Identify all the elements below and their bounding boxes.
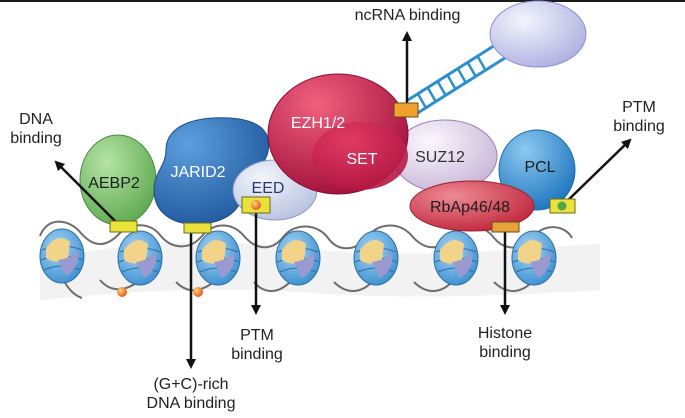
gc-rich-binding-label: (G+C)-rich DNA binding xyxy=(128,375,254,413)
nucleosome-6 xyxy=(433,230,479,286)
binding-box-rbap xyxy=(491,221,520,233)
nucleosome-7 xyxy=(511,230,557,286)
dna-binding-label: DNA binding xyxy=(6,110,66,148)
aebp2-label: AEBP2 xyxy=(88,175,140,192)
rbap-protein xyxy=(409,180,535,232)
nucleosome-3 xyxy=(195,230,241,286)
nucleosome-4 xyxy=(275,230,321,286)
eed-mark-dot xyxy=(251,200,261,210)
nucleosome-1 xyxy=(39,228,85,284)
dna-binding-line-1: DNA xyxy=(19,111,53,128)
ptm-eed-line-1: PTM xyxy=(240,327,274,344)
suz12-label: SUZ12 xyxy=(415,149,465,166)
nucleosome-2 xyxy=(117,230,163,286)
arrow-ptm-right xyxy=(561,138,632,207)
histone-line-1: Histone xyxy=(477,325,533,342)
histone-mark-dot xyxy=(193,287,203,297)
arrow-dna-binding xyxy=(54,160,123,229)
histone-line-2: binding xyxy=(479,344,531,361)
pcl-label: PCL xyxy=(524,159,555,176)
dna-binding-line-2: binding xyxy=(10,130,62,147)
eed-label: EED xyxy=(252,180,285,197)
binding-box-jarid2 xyxy=(183,222,212,234)
ncrna-ladder xyxy=(407,40,509,116)
top-border xyxy=(0,0,685,2)
ncrna-binding-label: ncRNA binding xyxy=(354,7,461,24)
pcl-mark-dot xyxy=(557,201,567,211)
gc-rich-line-2: DNA binding xyxy=(146,395,236,412)
binding-box-aebp2 xyxy=(109,220,138,233)
ptm-right-line-1: PTM xyxy=(622,99,656,116)
binding-box-ncrna xyxy=(393,102,419,118)
histone-mark-dot xyxy=(117,287,127,297)
ptm-right-line-2: binding xyxy=(613,118,665,135)
set-label: SET xyxy=(346,151,377,168)
rbap-label: RbAp46/48 xyxy=(430,199,510,216)
ptm-eed-line-2: binding xyxy=(231,346,283,363)
ptm-binding-right-label: PTM binding xyxy=(604,98,674,136)
jarid2-label: JARID2 xyxy=(170,164,225,181)
set-domain xyxy=(312,122,408,190)
ezh-label: EZH1/2 xyxy=(291,115,345,132)
ptm-binding-eed-label: PTM binding xyxy=(224,326,290,364)
ncrna-protein-top xyxy=(489,0,587,68)
histone-binding-label: Histone binding xyxy=(462,324,548,362)
nucleosome-5 xyxy=(353,230,399,286)
gc-rich-line-1: (G+C)-rich xyxy=(153,376,229,393)
